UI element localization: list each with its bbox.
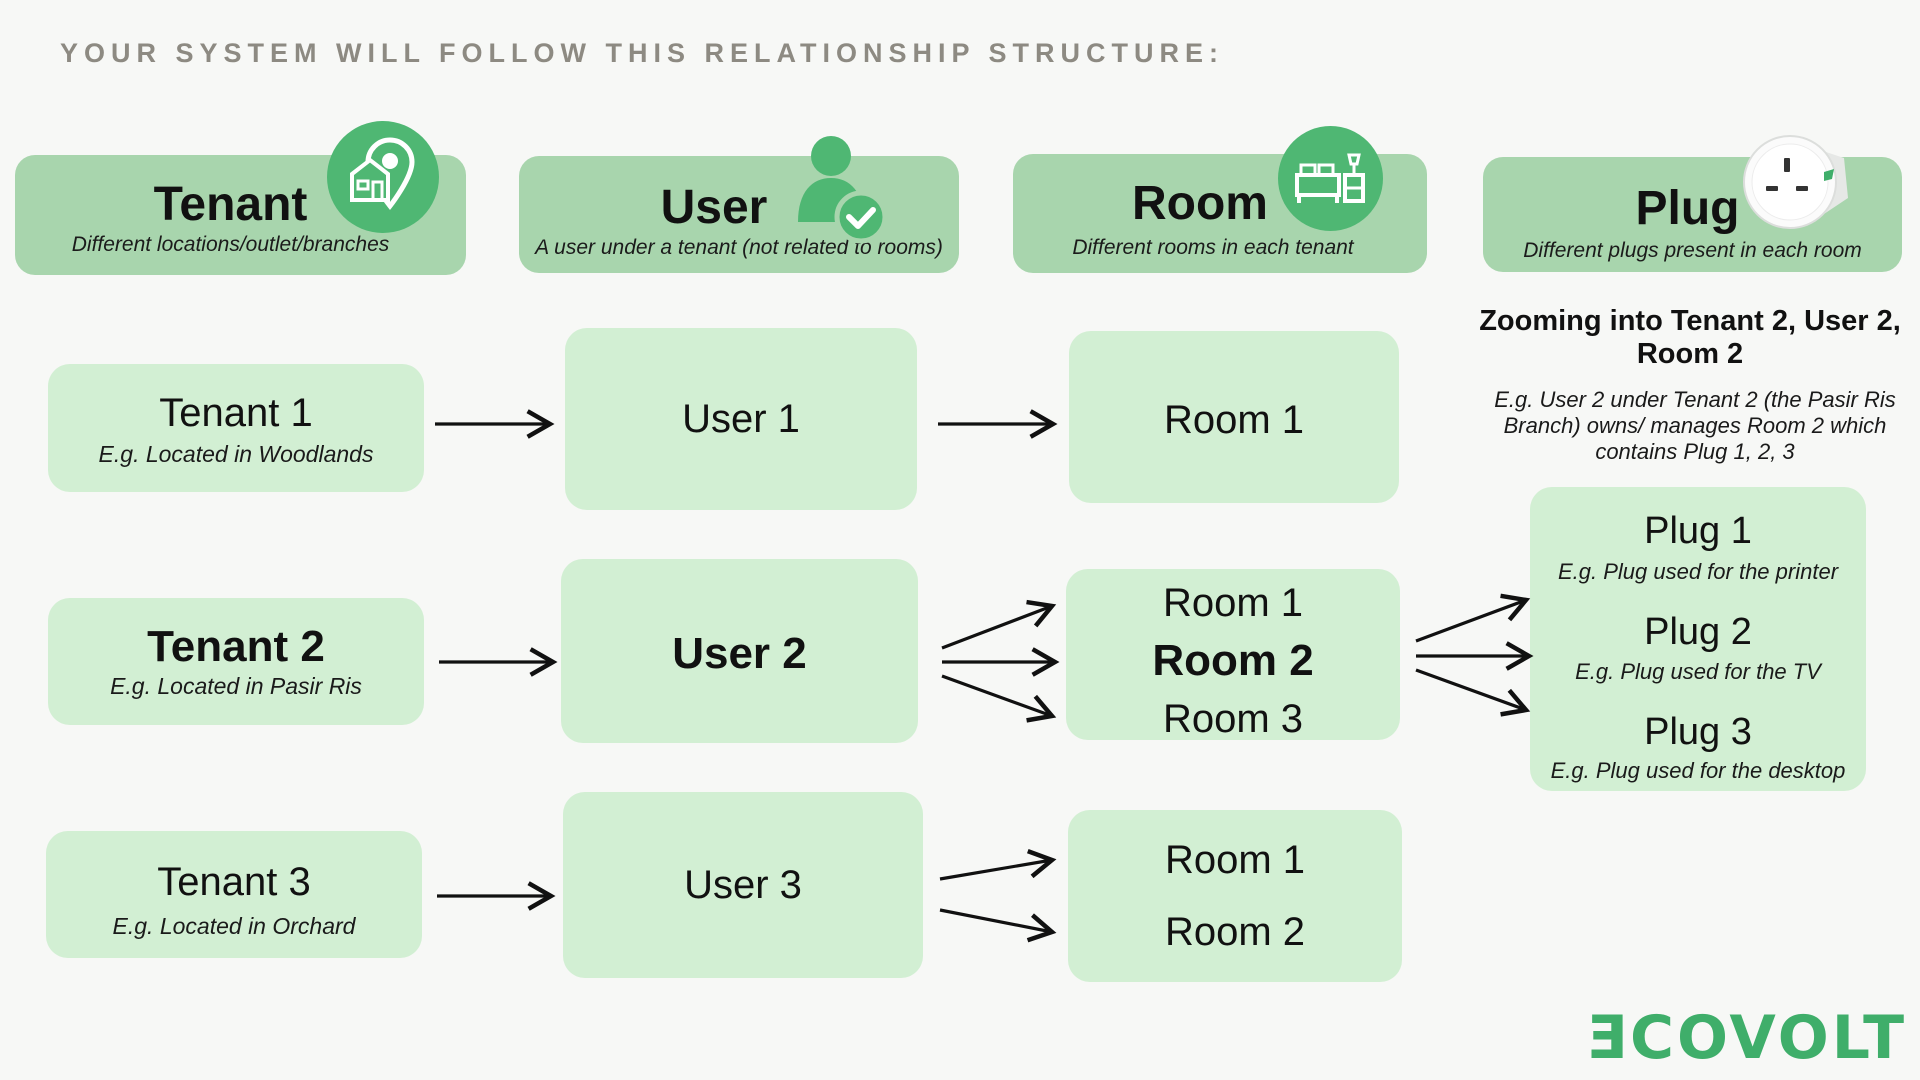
plug-header-subtitle: Different plugs present in each room <box>1523 239 1862 262</box>
tenant-name: Tenant 1 <box>159 391 313 435</box>
tenant-name: Tenant 3 <box>157 860 311 904</box>
plug-header-title: Plug <box>1635 182 1740 235</box>
room-item: Room 3 <box>1162 697 1304 741</box>
arrow-user3-room2 <box>939 908 1057 943</box>
arrow-room2-plug3 <box>1415 668 1531 717</box>
tenant-3-box: Tenant 3 E.g. Located in Orchard <box>46 831 422 958</box>
tenant-header-subtitle: Different locations/outlet/branches <box>71 233 390 256</box>
arrow-user3-room1 <box>939 849 1057 881</box>
zoom-description: E.g. User 2 under Tenant 2 (the Pasir Ri… <box>1494 387 1896 464</box>
arrow-user2-room1 <box>941 599 1057 650</box>
plug-name: Plug 1 <box>1644 510 1752 552</box>
user-2-box: User 2 <box>561 559 918 743</box>
tenant-location: E.g. Located in Woodlands <box>98 441 374 467</box>
tenant-name: Tenant 2 <box>147 622 325 671</box>
bed-furniture-icon <box>1278 126 1383 231</box>
user-name: User 2 <box>672 629 807 678</box>
room-item-highlighted: Room 2 <box>1152 636 1314 685</box>
room-item: Room 1 <box>1164 838 1306 882</box>
tenant-1-box: Tenant 1 E.g. Located in Woodlands <box>48 364 424 492</box>
user-check-icon <box>793 134 893 244</box>
ecovolt-logo: ƎCOVOLT <box>1586 1003 1908 1073</box>
room-header-subtitle: Different rooms in each tenant <box>1072 236 1354 259</box>
arrow-room2-plug1 <box>1415 593 1531 643</box>
tenant-header-title: Tenant <box>153 178 308 231</box>
plug-usage: E.g. Plug used for the TV <box>1575 659 1821 684</box>
user-name: User 1 <box>682 397 800 441</box>
page-title: YOUR SYSTEM WILL FOLLOW THIS RELATIONSHI… <box>60 38 1224 68</box>
room-item: Room 1 <box>1162 581 1304 625</box>
tenant-location: E.g. Located in Orchard <box>112 913 356 939</box>
user-1-box: User 1 <box>565 328 917 510</box>
tenant-location: E.g. Located in Pasir Ris <box>110 673 362 699</box>
room-item: Room 2 <box>1164 910 1306 954</box>
plug-usage: E.g. Plug used for the printer <box>1557 559 1839 584</box>
room-3-group-box: Room 1 Room 2 <box>1068 810 1402 982</box>
smart-plug-icon <box>1738 128 1856 236</box>
room-2-group-box: Room 1 Room 2 Room 3 <box>1066 569 1400 740</box>
user-header-title: User <box>660 181 768 234</box>
tenant-2-box: Tenant 2 E.g. Located in Pasir Ris <box>48 598 424 725</box>
user-header-subtitle: A user under a tenant (not related to ro… <box>535 236 943 259</box>
plugs-box: Plug 1 E.g. Plug used for the printer Pl… <box>1530 487 1866 791</box>
zoom-title: Zooming into Tenant 2, User 2, Room 2 <box>1479 305 1901 370</box>
house-location-icon <box>327 121 439 233</box>
plug-name: Plug 2 <box>1644 611 1752 653</box>
room-1-box: Room 1 <box>1069 331 1399 503</box>
user-name: User 3 <box>684 863 802 907</box>
room-header-title: Room <box>1132 177 1268 230</box>
plug-usage: E.g. Plug used for the desktop <box>1550 758 1846 783</box>
plug-name: Plug 3 <box>1644 711 1752 753</box>
room-item: Room 1 <box>1163 398 1305 442</box>
user-3-box: User 3 <box>563 792 923 978</box>
arrow-user2-room3 <box>941 674 1057 723</box>
